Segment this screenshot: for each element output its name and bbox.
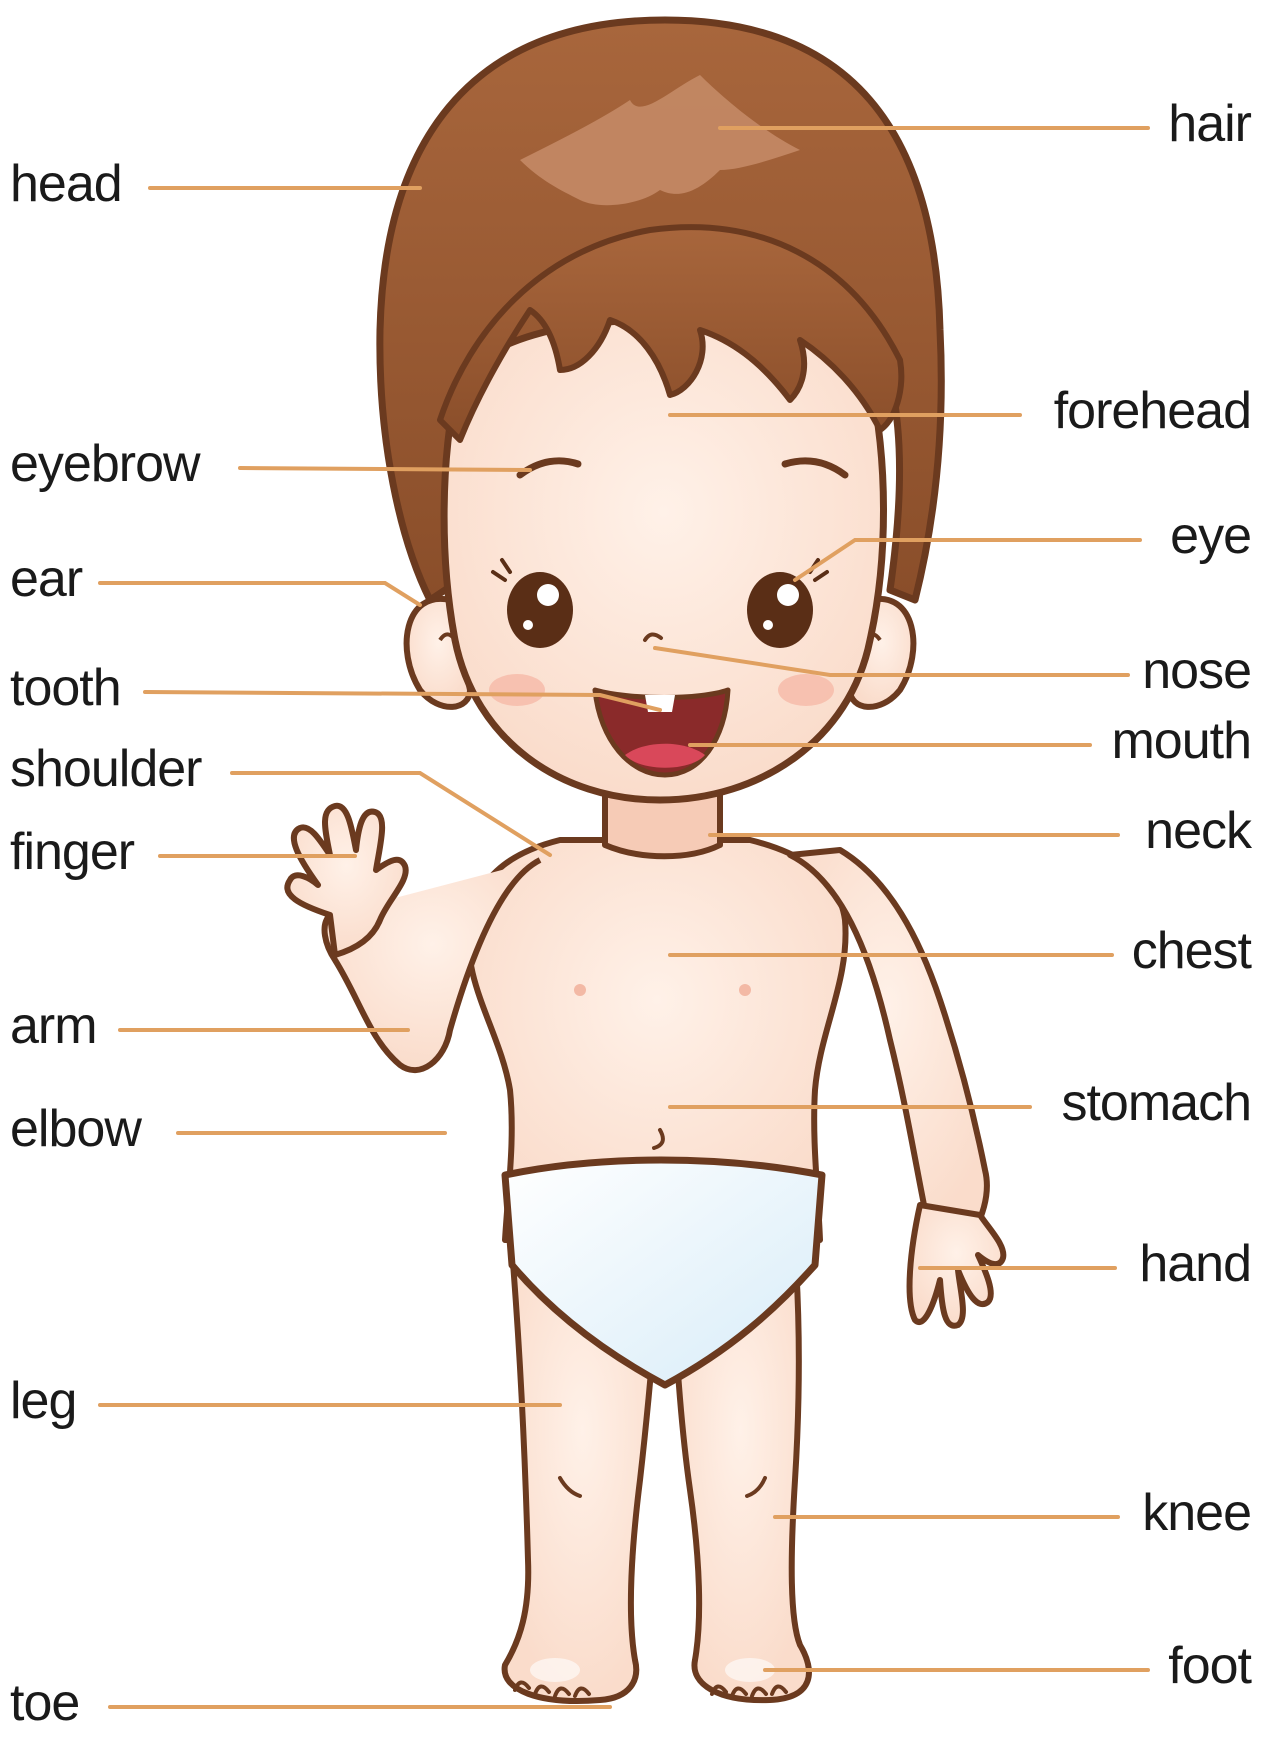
line-shoulder — [232, 773, 550, 855]
label-hand: hand — [1139, 1238, 1251, 1290]
label-eyebrow: eyebrow — [10, 438, 200, 490]
label-finger: finger — [10, 826, 134, 878]
label-ear: ear — [10, 553, 82, 605]
label-shoulder: shoulder — [10, 743, 201, 795]
label-forehead: forehead — [1054, 385, 1251, 437]
label-knee: knee — [1142, 1487, 1251, 1539]
label-mouth: mouth — [1111, 715, 1251, 767]
label-chest: chest — [1132, 925, 1251, 977]
label-head: head — [10, 158, 122, 210]
label-elbow: elbow — [10, 1103, 141, 1155]
label-toe: toe — [10, 1677, 79, 1729]
line-tooth — [145, 692, 660, 710]
label-eye: eye — [1170, 510, 1251, 562]
label-leg: leg — [10, 1375, 76, 1427]
label-arm: arm — [10, 1000, 97, 1052]
line-ear — [100, 583, 420, 605]
line-eye — [795, 540, 1140, 580]
label-stomach: stomach — [1061, 1077, 1251, 1129]
label-tooth: tooth — [10, 662, 121, 714]
label-neck: neck — [1145, 805, 1251, 857]
label-foot: foot — [1168, 1640, 1251, 1692]
line-eyebrow — [240, 468, 530, 470]
label-nose: nose — [1142, 645, 1251, 697]
line-nose — [655, 648, 1128, 675]
label-hair: hair — [1168, 98, 1251, 150]
